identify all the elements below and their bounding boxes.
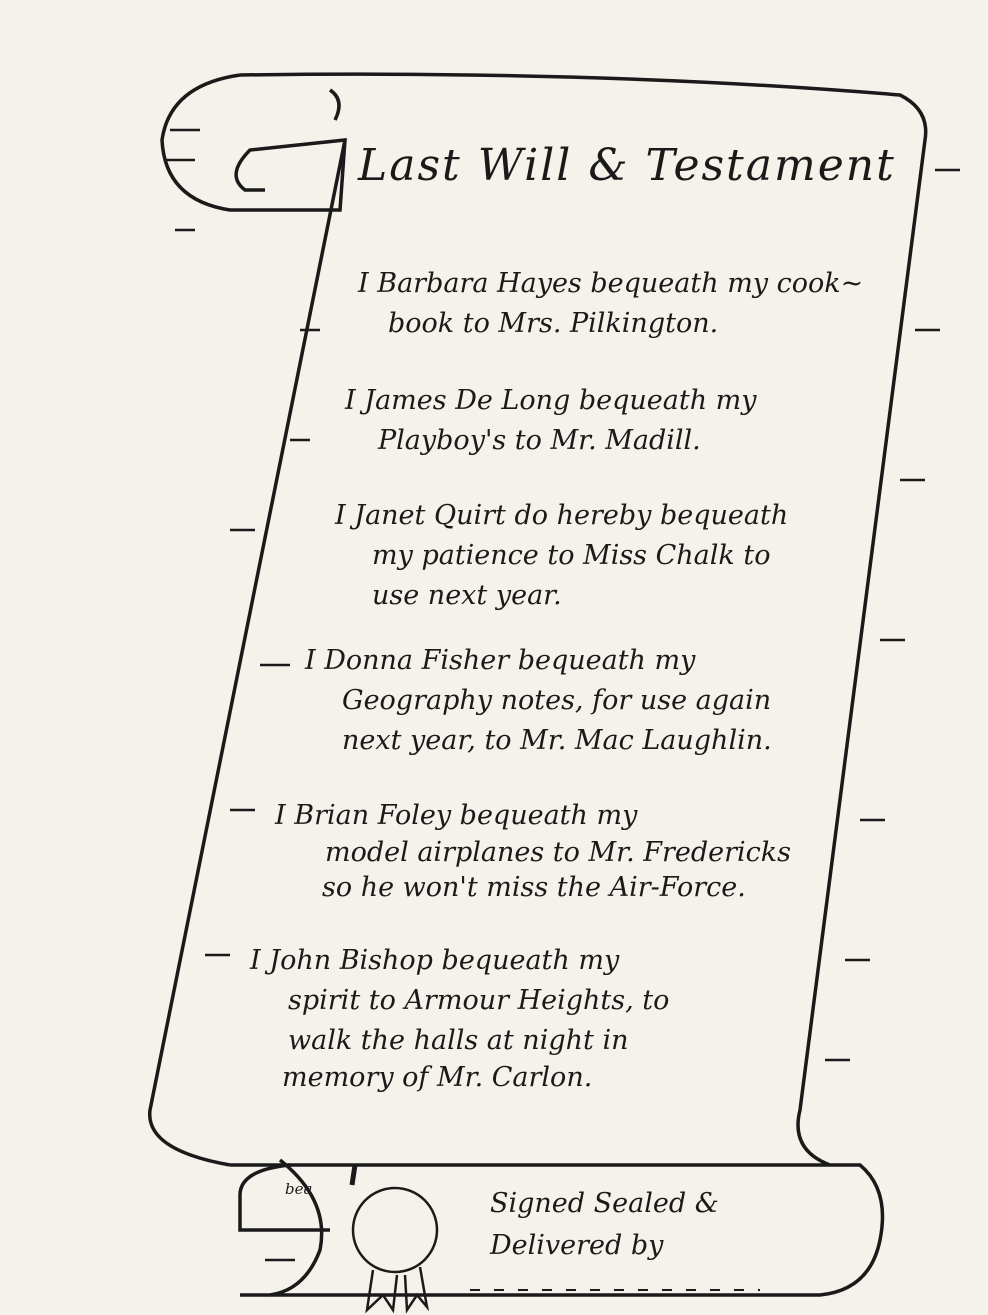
scribble-text: bea	[285, 1180, 313, 1198]
entry-line: my patience to Miss Chalk to	[372, 540, 771, 571]
entry-line: next year, to Mr. Mac Laughlin.	[342, 725, 772, 756]
entry-line: I Donna Fisher bequeath my	[305, 645, 696, 676]
seal-icon	[351, 1186, 439, 1314]
entry-line: so he won't miss the Air-Force.	[322, 872, 746, 903]
entry-line: walk the halls at night in	[288, 1025, 629, 1056]
entry-line: I Brian Foley bequeath my	[275, 800, 638, 831]
entry-line: I John Bishop bequeath my	[250, 945, 620, 976]
entry-line: memory of Mr. Carlon.	[282, 1062, 593, 1093]
entry-line: model airplanes to Mr. Fredericks	[325, 837, 792, 868]
signature-line-2: Delivered by	[490, 1230, 664, 1261]
document-title: Last Will & Testament	[358, 140, 896, 191]
entry-line: Geography notes, for use again	[342, 685, 772, 716]
entry-line: book to Mrs. Pilkington.	[388, 308, 719, 339]
entry-line: spirit to Armour Heights, to	[288, 985, 670, 1016]
signature-line-1: Signed Sealed &	[490, 1188, 719, 1219]
entry-line: use next year.	[372, 580, 562, 611]
entry-line: Playboy's to Mr. Madill.	[378, 425, 701, 456]
entry-line: I Barbara Hayes bequeath my cook~	[358, 268, 864, 299]
entry-line: I James De Long bequeath my	[345, 385, 757, 416]
entry-line: I Janet Quirt do hereby bequeath	[335, 500, 789, 531]
